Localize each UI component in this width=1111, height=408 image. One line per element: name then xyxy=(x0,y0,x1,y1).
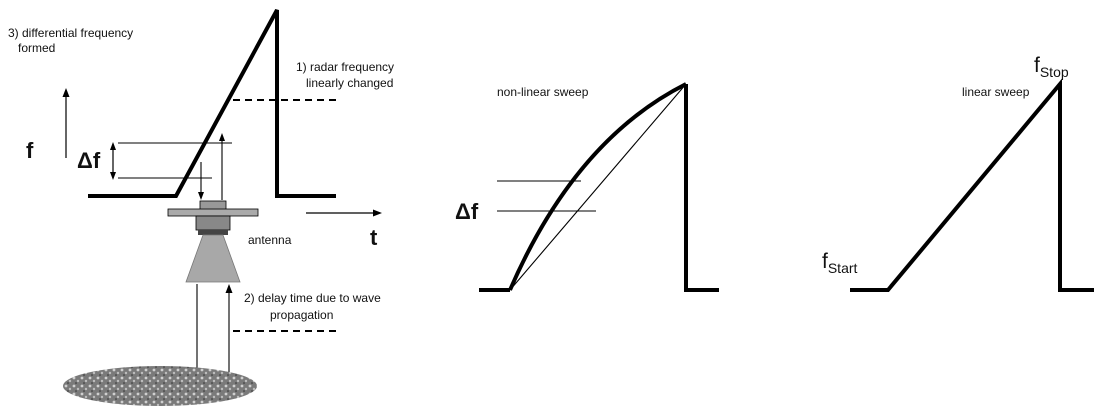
label-3-line2: formed xyxy=(18,41,55,55)
linear-sawtooth xyxy=(850,78,1094,292)
delta-f-arrow-down xyxy=(110,172,116,180)
linear-sweep-label: linear sweep xyxy=(962,85,1030,99)
tx-down-arrowhead xyxy=(198,192,204,200)
label-1-line2: linearly changed xyxy=(306,76,393,90)
left-panel: f Δf 1) radar frequency linearly changed… xyxy=(8,9,394,406)
rx-up-arrowhead xyxy=(219,133,225,141)
nonlinear-sweep-curve xyxy=(508,82,687,291)
f-start-label: fStart xyxy=(822,250,858,276)
right-panel: linear sweep fStart fStop xyxy=(822,54,1094,292)
label-2-line1: 2) delay time due to wave xyxy=(244,291,381,305)
antenna-label: antenna xyxy=(248,233,292,247)
antenna-horn xyxy=(185,234,241,283)
delta-f-arrow-up xyxy=(110,142,116,150)
label-1-line1: 1) radar frequency xyxy=(296,60,394,74)
f-stop-label: fStop xyxy=(1034,54,1069,80)
ground-surface xyxy=(63,366,257,406)
label-3-line1: 3) differential frequency xyxy=(8,26,133,40)
label-2-line2: propagation xyxy=(270,308,333,322)
linear-reference-line xyxy=(509,83,687,291)
t-axis-label: t xyxy=(370,225,378,250)
propagation-up-arrowhead xyxy=(225,284,233,293)
middle-delta-f-label: Δf xyxy=(455,199,479,224)
nonlinear-sweep-label: non-linear sweep xyxy=(497,85,589,99)
t-axis-arrowhead xyxy=(373,209,382,217)
f-axis-arrowhead xyxy=(62,88,70,97)
antenna-neck xyxy=(198,230,228,235)
sawtooth-signal xyxy=(88,9,336,198)
f-axis-label: f xyxy=(26,138,34,163)
antenna-flange xyxy=(167,208,259,217)
middle-panel: non-linear sweep Δf xyxy=(455,82,719,292)
delta-f-label: Δf xyxy=(77,148,101,173)
nonlinear-sawtooth-fall xyxy=(684,84,719,292)
antenna-body xyxy=(195,215,231,231)
